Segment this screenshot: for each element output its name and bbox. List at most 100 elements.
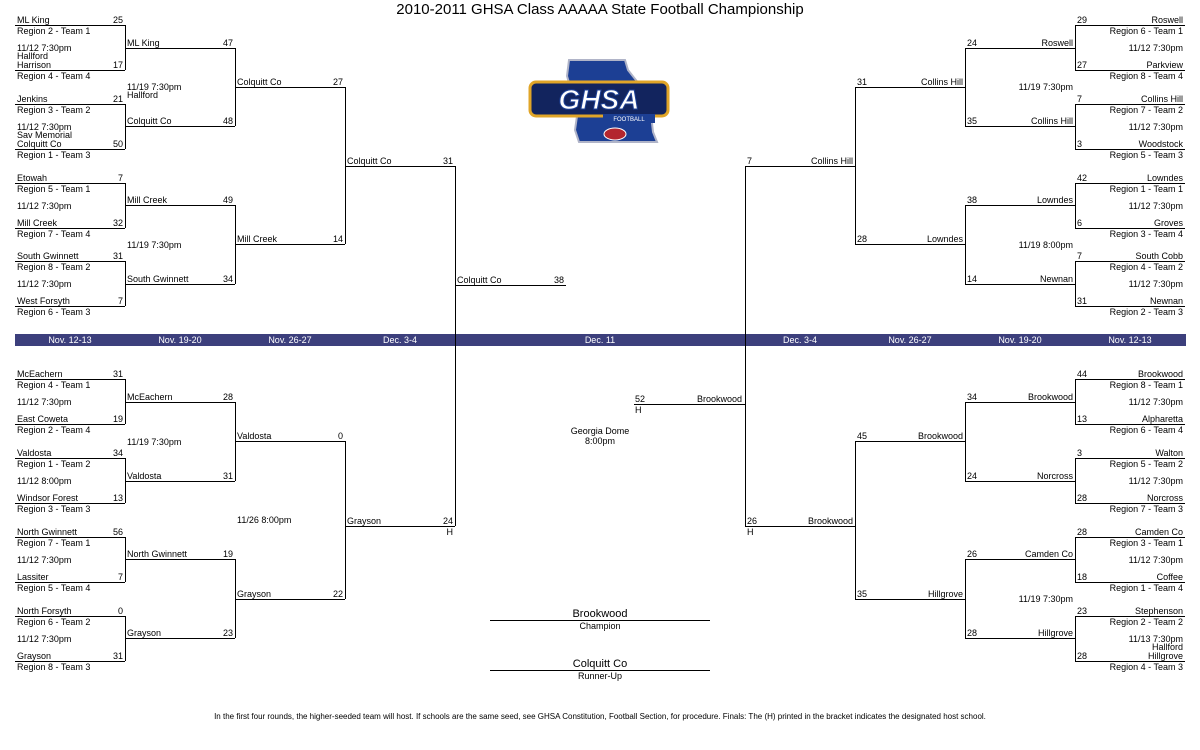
final-line-right [634, 404, 745, 405]
r1-line [15, 25, 125, 26]
seed-label: Region 7 - Team 4 [17, 229, 91, 239]
game-time: 11/19 7:30pm [127, 82, 182, 92]
seed-label: Region 6 - Team 1 [1109, 26, 1183, 36]
team-name: Valdosta [237, 431, 272, 441]
r1-line [15, 104, 125, 105]
team-name: Grayson [17, 651, 52, 661]
r1-line [15, 616, 125, 617]
r1-line [1075, 228, 1185, 229]
team-score: 7 [1077, 251, 1083, 261]
r2-connector [965, 205, 966, 284]
game-time: 11/26 8:00pm [237, 515, 292, 525]
r3-line [855, 599, 965, 600]
team-score: 35 [857, 589, 868, 599]
team-score: 31 [442, 156, 453, 166]
r1-connector [125, 25, 126, 70]
r2-line [125, 402, 235, 403]
team-name: Lowndes [1036, 195, 1073, 205]
seed-label: Region 8 - Team 1 [1109, 380, 1183, 390]
team-name: Valdosta [17, 448, 52, 458]
r2-connector [965, 48, 966, 126]
team-score: 24 [967, 38, 978, 48]
team-score: 23 [1077, 606, 1088, 616]
team-score: 25 [112, 15, 123, 25]
game-time: 11/12 7:30pm [17, 278, 72, 289]
team-score: 31 [112, 251, 123, 261]
team-name: Lowndes [1146, 173, 1183, 183]
r3-connector [345, 441, 346, 599]
seed-label: Region 7 - Team 3 [1109, 504, 1183, 514]
r2-line [965, 559, 1075, 560]
team-name: Groves [1153, 218, 1183, 228]
team-score: 34 [222, 274, 233, 284]
team-score: 27 [1077, 60, 1088, 70]
team-name: Camden Co [1134, 527, 1183, 537]
game-time: 11/12 7:30pm [1128, 554, 1183, 565]
team-score: 13 [1077, 414, 1088, 424]
team-name: North Gwinnett [17, 527, 78, 537]
r1-connector [125, 379, 126, 424]
team-score: 28 [1077, 493, 1088, 503]
r1-line [1075, 458, 1185, 459]
team-name: West Forsyth [17, 296, 70, 306]
r1-line [15, 149, 125, 150]
game-time: 11/19 7:30pm [127, 239, 182, 250]
team-name: Windsor Forest [17, 493, 79, 503]
game-time: 11/19 7:30pm [127, 436, 182, 447]
team-name: Roswell [1041, 38, 1073, 48]
round-label-final: Dec. 11 [584, 335, 616, 345]
team-name: North Forsyth [17, 606, 72, 616]
champion-label: Champion [579, 621, 621, 631]
game-time: 11/12 7:30pm [1128, 475, 1183, 486]
seed-label: Region 7 - Team 1 [17, 538, 91, 548]
team-score: 19 [222, 549, 233, 559]
team-name: Stephenson [1134, 606, 1183, 616]
seed-label: Region 5 - Team 2 [1109, 459, 1183, 469]
team-score: 17 [112, 60, 123, 70]
r1-connector [1075, 104, 1076, 149]
champion-line [490, 620, 710, 621]
seed-label: Region 6 - Team 3 [17, 307, 91, 317]
r1-line [1075, 149, 1185, 150]
r2-line [965, 638, 1075, 639]
team-name: Brookwood [1137, 369, 1183, 379]
round-label: Nov. 12-13 [48, 335, 92, 345]
team-name: Etowah [17, 173, 48, 183]
team-score: 3 [1077, 448, 1083, 458]
team-score: 28 [1077, 651, 1088, 661]
team-score: 48 [222, 116, 233, 126]
seed-label: Region 7 - Team 2 [1109, 105, 1183, 115]
seed-label: Region 5 - Team 3 [1109, 150, 1183, 160]
team-name: South Cobb [1135, 251, 1183, 261]
team-score: 7 [747, 156, 753, 166]
r2-line [125, 481, 235, 482]
seed-label: Region 2 - Team 1 [17, 26, 91, 36]
team-name: Mill Creek [237, 234, 278, 244]
round-label: Dec. 3-4 [382, 335, 417, 345]
r2-line [965, 402, 1075, 403]
seed-label: Region 4 - Team 2 [1109, 262, 1183, 272]
seed-label: Region 3 - Team 3 [17, 504, 91, 514]
team-score: 34 [967, 392, 978, 402]
seed-label: Region 8 - Team 4 [1109, 71, 1183, 81]
final-team-score: 52 [635, 394, 646, 404]
round-label: Nov. 19-20 [998, 335, 1042, 345]
team-name: South Gwinnett [17, 251, 79, 261]
r2-line [125, 48, 235, 49]
final-line-left [455, 285, 566, 286]
team-name: Lassiter [17, 572, 49, 582]
r4-line [745, 166, 855, 167]
seed-label: Region 6 - Team 4 [1109, 425, 1183, 435]
r1-connector [1075, 537, 1076, 582]
game-time: 11/12 7:30pm [1128, 278, 1183, 289]
seed-label: Region 3 - Team 2 [17, 105, 91, 115]
team-name: ML King [127, 38, 160, 48]
host-marker: H [635, 405, 642, 415]
r3-connector [345, 87, 346, 244]
seed-label: Region 8 - Team 2 [17, 262, 91, 272]
team-name: Brookwood [807, 516, 853, 526]
r1-line [1075, 616, 1185, 617]
team-name: Lowndes [926, 234, 963, 244]
r2-line [965, 481, 1075, 482]
champion-name: Brookwood [572, 608, 628, 620]
